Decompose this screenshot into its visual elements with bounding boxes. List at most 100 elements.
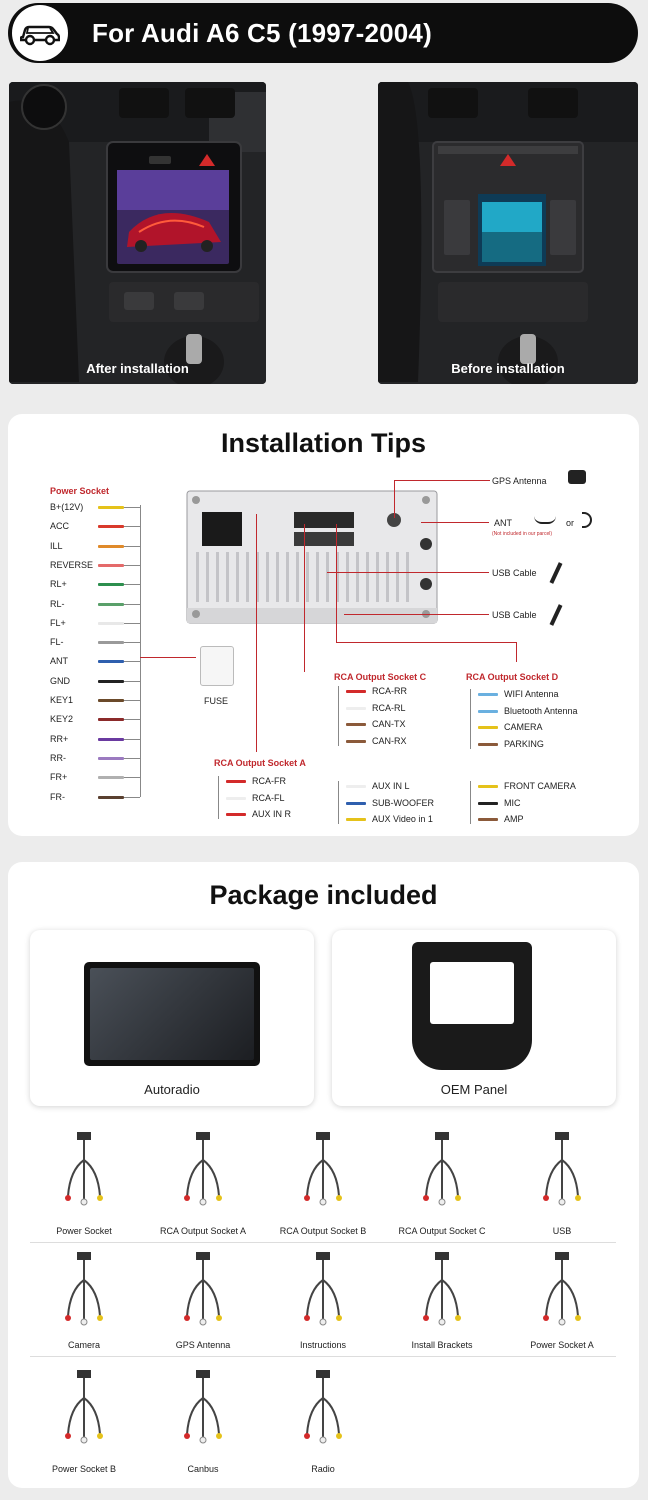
- power-wire-label: FR-: [50, 791, 65, 802]
- connector-color: [346, 706, 366, 710]
- connector-color: [346, 739, 366, 743]
- connector-label: CAN-TX: [372, 719, 406, 729]
- power-wire-color: [98, 756, 124, 760]
- accessory-label: Radio: [311, 1464, 335, 1474]
- page-title: For Audi A6 C5 (1997-2004): [92, 17, 432, 48]
- power-wire-color: [98, 621, 124, 625]
- connector-color: [226, 780, 246, 783]
- rca-socket-c-title: RCA Output Socket C: [334, 672, 427, 682]
- power-wire-color: [98, 583, 124, 587]
- power-wire-color: [98, 776, 124, 780]
- accessory-image: [538, 1130, 586, 1206]
- before-installation-photo: Before installation: [378, 82, 638, 384]
- accessory-image: [299, 1250, 347, 1326]
- accessory-image: [179, 1130, 227, 1206]
- power-wire-color: [98, 737, 124, 741]
- accessory-label: GPS Antenna: [175, 1340, 231, 1350]
- accessory-image: [418, 1130, 466, 1206]
- autoradio-image: [84, 962, 260, 1066]
- power-socket-title: Power Socket: [50, 486, 110, 496]
- accessory-label: Instructions: [299, 1340, 347, 1350]
- connector-label: PARKING: [504, 738, 544, 749]
- or-label: or: [566, 518, 575, 528]
- accessory-image: [179, 1368, 227, 1444]
- connector-label: AUX Video in 1: [372, 814, 433, 824]
- accessory-label: Canbus: [187, 1464, 219, 1474]
- power-wire-label: KEY2: [50, 714, 74, 725]
- header-banner: For Audi A6 C5 (1997-2004): [8, 3, 638, 63]
- connector-label: MIC: [504, 797, 521, 808]
- power-wire-color: [98, 525, 124, 529]
- power-wire-label: RL+: [50, 579, 67, 590]
- accessory-image: [299, 1130, 347, 1206]
- antenna-plug-icon: [534, 514, 556, 524]
- ant-label: ANT: [494, 518, 512, 528]
- usb-cable-1-label: USB Cable: [492, 568, 537, 578]
- after-installation-caption: After installation: [86, 361, 189, 376]
- after-installation-photo: After installation: [9, 82, 266, 384]
- power-wire-label: ANT: [50, 656, 68, 667]
- power-wire-label: RR+: [50, 733, 69, 744]
- power-wire-color: [98, 602, 124, 606]
- power-wire-label: FL+: [50, 617, 66, 628]
- power-wire-color: [98, 795, 124, 799]
- connector-label: Bluetooth Antenna: [504, 705, 578, 716]
- connector-label: WIFI Antenna: [504, 689, 559, 699]
- usb-cable-2-label: USB Cable: [492, 610, 537, 620]
- connector-color: [478, 818, 498, 821]
- power-wire-label: RL-: [50, 598, 65, 609]
- power-wire-color: [98, 699, 124, 702]
- connector-color: [346, 785, 366, 788]
- accessory-label: RCA Output Socket A: [159, 1226, 247, 1236]
- power-wire-label: FL-: [50, 637, 64, 648]
- autoradio-label: Autoradio: [144, 1082, 200, 1097]
- power-wire-color: [98, 506, 124, 509]
- connector-color: [478, 801, 498, 805]
- fuse-label: FUSE: [204, 696, 229, 706]
- connector-label: CAN-RX: [372, 735, 407, 746]
- connector-color: [346, 690, 366, 693]
- power-wire-label: FR+: [50, 772, 68, 783]
- accessory-label: Power Socket B: [51, 1464, 117, 1474]
- power-wire-label: RR-: [50, 752, 66, 763]
- power-wire-label: ILL: [50, 540, 63, 551]
- power-wire-label: ACC: [50, 521, 70, 532]
- fuse-box: [200, 646, 234, 686]
- accessory-label: Camera: [67, 1340, 100, 1350]
- installation-tips-card: Installation Tips Power Socket B+(12V)AC…: [8, 414, 639, 836]
- connector-label: AMP: [504, 814, 524, 824]
- connector-color: [226, 813, 246, 816]
- power-wire-label: GND: [50, 675, 70, 686]
- connector-label: AUX IN R: [252, 809, 292, 819]
- accessory-label: RCA Output Socket B: [279, 1226, 367, 1236]
- connector-label: RCA-RR: [372, 686, 407, 696]
- connector-label: FRONT CAMERA: [504, 781, 576, 791]
- connector-color: [226, 796, 246, 800]
- accessory-image: [538, 1250, 586, 1326]
- rca-socket-d-title: RCA Output Socket D: [466, 672, 559, 682]
- power-wire-label: REVERSE: [50, 559, 94, 570]
- connector-color: [478, 785, 498, 788]
- connector-label: CAMERA: [504, 722, 543, 732]
- oem-panel-image: [412, 942, 532, 1070]
- gps-antenna-icon: [568, 470, 586, 484]
- package-included-card: Package included Autoradio OEM Panel Pow…: [8, 862, 639, 1488]
- power-wire-label: KEY1: [50, 695, 74, 705]
- accessory-image: [299, 1368, 347, 1444]
- accessory-label: USB: [552, 1226, 572, 1236]
- before-installation-caption: Before installation: [451, 361, 565, 376]
- head-unit-back-diagram: [186, 490, 438, 624]
- accessory-label: Install Brackets: [411, 1340, 473, 1350]
- accessory-image: [418, 1250, 466, 1326]
- power-wire-color: [98, 660, 124, 664]
- connector-label: RCA-RL: [372, 702, 406, 713]
- rca-socket-a-title: RCA Output Socket A: [214, 758, 306, 768]
- car-icon: [12, 5, 68, 61]
- connector-color: [346, 818, 366, 821]
- oem-panel-label: OEM Panel: [440, 1082, 508, 1097]
- accessory-image: [179, 1250, 227, 1326]
- usb-cable-2-icon: [549, 604, 563, 626]
- usb-cable-1-icon: [549, 562, 563, 584]
- accessory-image: [60, 1130, 108, 1206]
